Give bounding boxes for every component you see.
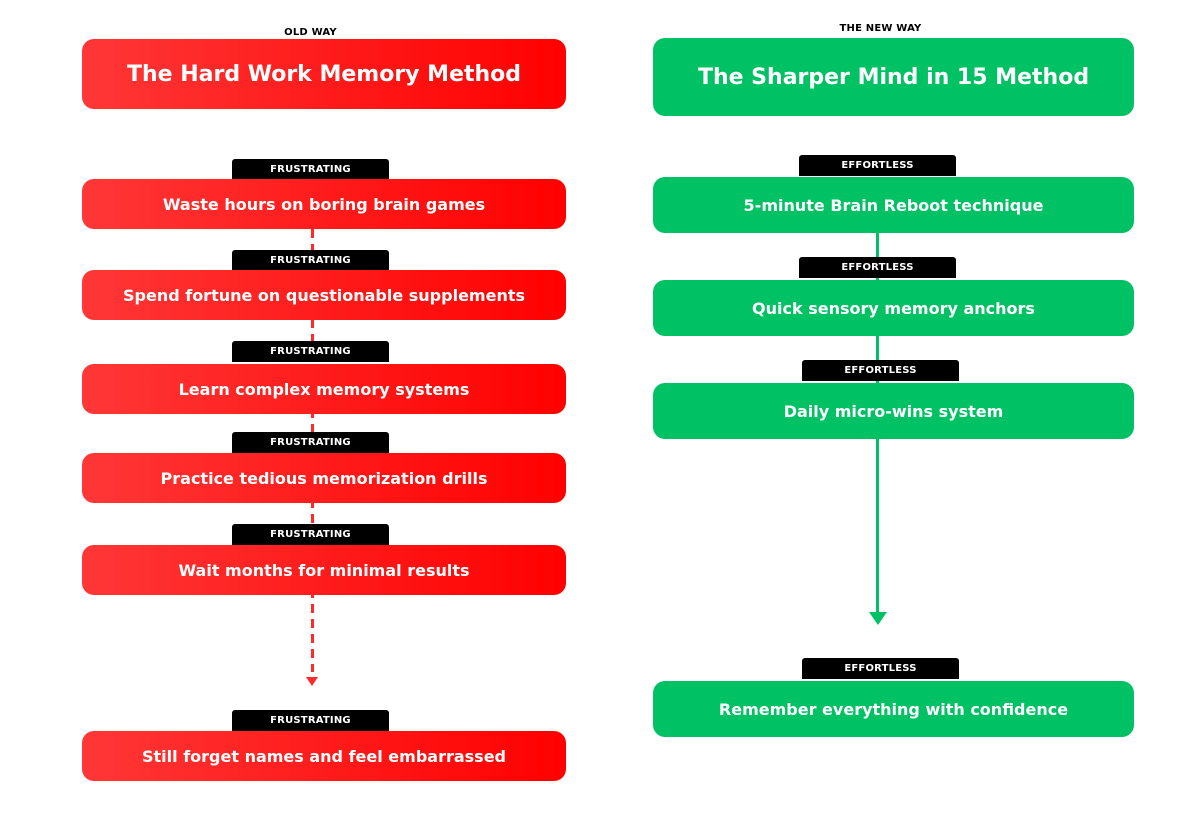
old-way-step-5: Wait months for minimal results: [82, 545, 566, 595]
old-way-tag-4: FRUSTRATING: [232, 432, 389, 453]
old-way-title: The Hard Work Memory Method: [82, 39, 566, 109]
new-way-step-1: 5-minute Brain Reboot technique: [653, 177, 1134, 233]
new-way-title: The Sharper Mind in 15 Method: [653, 38, 1134, 116]
new-way-column: THE NEW WAY The Sharper Mind in 15 Metho…: [653, 0, 1134, 820]
old-way-step-2: Spend fortune on questionable supplement…: [82, 270, 566, 320]
new-way-tag-final: EFFORTLESS: [802, 658, 959, 679]
old-way-step-1: Waste hours on boring brain games: [82, 179, 566, 229]
old-way-arrow-down-icon: [306, 677, 318, 686]
old-way-tag-5: FRUSTRATING: [232, 524, 389, 545]
old-way-step-4: Practice tedious memorization drills: [82, 453, 566, 503]
new-way-step-2: Quick sensory memory anchors: [653, 280, 1134, 336]
new-way-label: THE NEW WAY: [802, 18, 959, 39]
new-way-arrow-down-icon: [869, 612, 887, 625]
old-way-tag-final: FRUSTRATING: [232, 710, 389, 731]
old-way-final-step: Still forget names and feel embarrassed: [82, 731, 566, 781]
new-way-final-step: Remember everything with confidence: [653, 681, 1134, 737]
new-way-tag-2: EFFORTLESS: [799, 257, 956, 278]
old-way-label: OLD WAY: [232, 22, 389, 43]
new-way-step-3: Daily micro-wins system: [653, 383, 1134, 439]
old-way-tag-1: FRUSTRATING: [232, 159, 389, 180]
old-way-step-3: Learn complex memory systems: [82, 364, 566, 414]
old-way-tag-3: FRUSTRATING: [232, 341, 389, 362]
new-way-tag-1: EFFORTLESS: [799, 155, 956, 176]
new-way-tag-3: EFFORTLESS: [802, 360, 959, 381]
old-way-tag-2: FRUSTRATING: [232, 250, 389, 271]
old-way-column: OLD WAY The Hard Work Memory Method FRUS…: [82, 0, 566, 820]
